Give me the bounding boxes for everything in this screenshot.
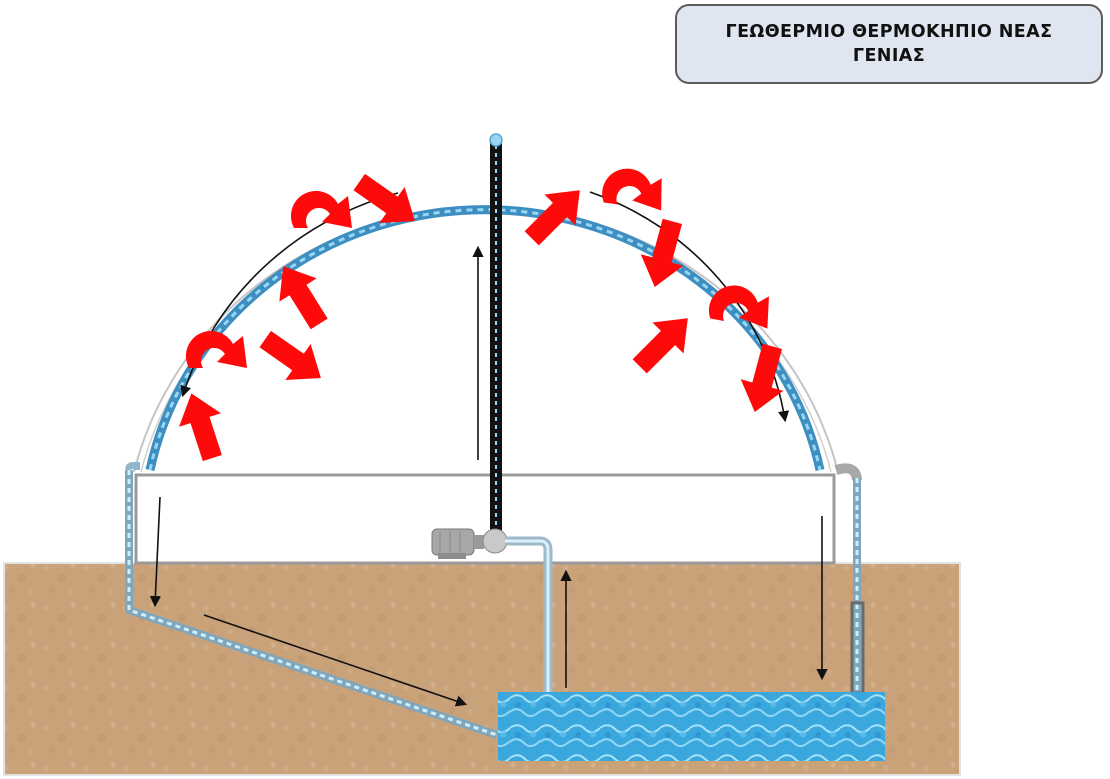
diagram-title: ΓΕΩΘΕΡΜΙΟ ΘΕΡΜΟΚΗΠΙΟ ΝΕΑΣ ΓΕΝΙΑΣ xyxy=(725,22,1053,66)
heat-curve-arrow-icon xyxy=(290,190,352,228)
vertical-riser-pipe xyxy=(489,133,503,535)
flow-arrow-arc-right xyxy=(589,191,790,423)
heat-curve-arrow-icon xyxy=(600,165,667,211)
underground-water-reservoir xyxy=(498,692,885,761)
red-heat-arrows-right xyxy=(516,165,794,418)
heat-arrow-icon xyxy=(170,386,234,465)
heat-curve-arrow-icon xyxy=(185,330,247,368)
red-heat-arrows-left xyxy=(170,164,428,465)
heat-arrow-icon xyxy=(252,321,334,397)
title-box: ΓΕΩΘΕΡΜΙΟ ΘΕΡΜΟΚΗΠΙΟ ΝΕΑΣ ΓΕΝΙΑΣ xyxy=(675,4,1103,84)
heat-arrow-icon xyxy=(264,254,338,336)
greenhouse-frame xyxy=(134,473,836,565)
dome-water-pipe xyxy=(145,205,825,471)
heat-arrow-icon xyxy=(624,302,704,382)
flow-arrow-diagonal xyxy=(203,614,468,707)
pump-motor xyxy=(431,528,508,559)
left-return-pipe xyxy=(125,462,499,739)
pump-outlet-pipe xyxy=(505,536,553,693)
heat-arrow-icon xyxy=(633,215,694,293)
flow-arrow-down-left xyxy=(149,496,162,608)
